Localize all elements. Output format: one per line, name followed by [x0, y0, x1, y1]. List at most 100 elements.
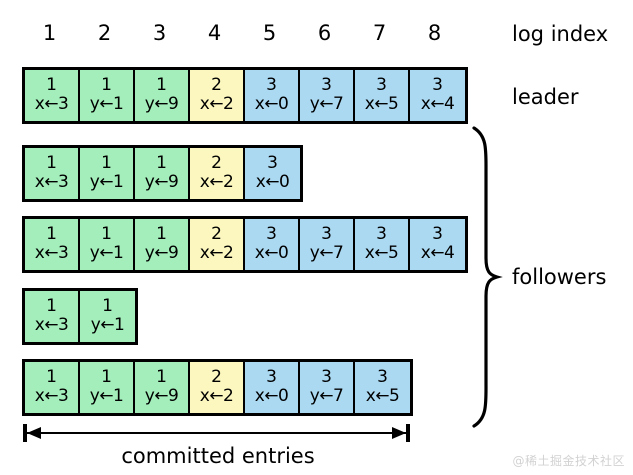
- entry-term: 3: [432, 224, 443, 244]
- entry-term: 1: [156, 75, 167, 95]
- followers-label: followers: [512, 265, 607, 289]
- entry-command: x←4: [420, 243, 455, 263]
- entry-command: x←4: [420, 94, 455, 114]
- entry-command: x←3: [34, 386, 69, 406]
- entry-command: x←0: [254, 94, 289, 114]
- entry-command: y←7: [309, 243, 344, 263]
- entry-command: x←2: [199, 94, 234, 114]
- entry-term: 2: [211, 224, 222, 244]
- entry-command: x←0: [254, 243, 289, 263]
- watermark: @稀土掘金技术社区: [512, 454, 625, 468]
- committed-entries-arrow-icon: [23, 424, 410, 442]
- entry-term: 2: [211, 367, 222, 387]
- entry-term: 3: [321, 367, 332, 387]
- entry-term: 1: [102, 296, 113, 316]
- entry-command: x←0: [255, 172, 290, 192]
- entry-term: 1: [101, 367, 112, 387]
- entry-term: 1: [46, 367, 57, 387]
- entry-command: x←2: [199, 243, 234, 263]
- entry-term: 1: [156, 367, 167, 387]
- log-index-4: 4: [207, 21, 222, 45]
- entry-term: 1: [156, 153, 167, 173]
- entry-term: 1: [156, 224, 167, 244]
- entry-term: 3: [266, 367, 277, 387]
- entry-term: 3: [266, 224, 277, 244]
- entry-command: y←7: [309, 386, 344, 406]
- entry-term: 3: [377, 367, 388, 387]
- log-index-5: 5: [262, 21, 277, 45]
- log-index-7: 7: [372, 21, 387, 45]
- log-index-8: 8: [427, 21, 442, 45]
- entry-command: x←5: [364, 243, 399, 263]
- entry-term: 1: [46, 75, 57, 95]
- entry-command: x←2: [199, 386, 234, 406]
- entry-command: x←3: [34, 94, 69, 114]
- entry-term: 3: [267, 153, 278, 173]
- entry-term: 1: [101, 224, 112, 244]
- entry-term: 3: [321, 224, 332, 244]
- entry-term: 3: [376, 75, 387, 95]
- entry-term: 2: [211, 75, 222, 95]
- entry-command: y←7: [309, 94, 344, 114]
- entry-term: 1: [46, 224, 57, 244]
- followers-brace-icon: [472, 126, 503, 428]
- entry-command: x←5: [364, 94, 399, 114]
- entry-term: 1: [46, 296, 57, 316]
- entry-term: 2: [211, 153, 222, 173]
- entry-command: x←3: [34, 243, 69, 263]
- entry-command: x←3: [34, 172, 69, 192]
- entry-command: x←2: [199, 172, 234, 192]
- entry-command: y←1: [89, 172, 124, 192]
- entry-command: y←1: [89, 386, 124, 406]
- entry-command: y←1: [89, 94, 124, 114]
- log-index-6: 6: [317, 21, 332, 45]
- entry-term: 3: [432, 75, 443, 95]
- log-index-3: 3: [152, 21, 167, 45]
- entry-command: x←0: [254, 386, 289, 406]
- entry-command: y←9: [144, 172, 179, 192]
- entry-command: y←1: [90, 315, 125, 335]
- entry-command: y←9: [144, 386, 179, 406]
- entry-command: y←1: [89, 243, 124, 263]
- entry-term: 1: [101, 153, 112, 173]
- committed-entries-label: committed entries: [121, 444, 315, 468]
- entry-term: 3: [321, 75, 332, 95]
- entry-term: 1: [101, 75, 112, 95]
- log-index-1: 1: [42, 21, 57, 45]
- entry-command: y←9: [144, 243, 179, 263]
